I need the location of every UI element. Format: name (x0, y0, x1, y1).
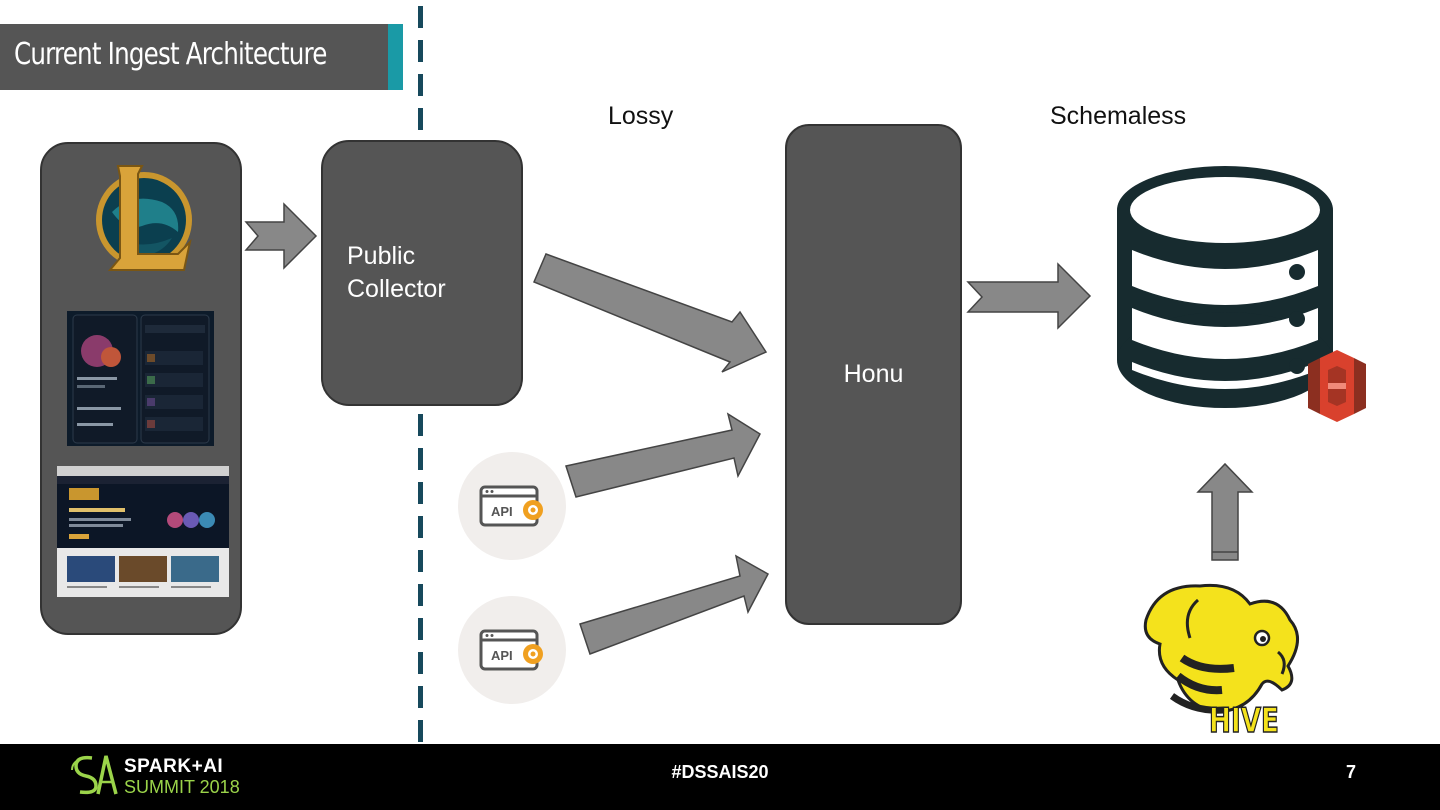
footer-hashtag: #DSSAIS20 (671, 762, 769, 782)
mobile-app-screenshot (67, 311, 214, 446)
title-bar: Current Ingest Architecture (0, 24, 388, 90)
arrow-honu-to-storage (966, 262, 1092, 330)
api-text-2: API (491, 648, 513, 663)
database-icon (1117, 166, 1333, 408)
hive-text: HIVE (1209, 701, 1279, 741)
title-accent (388, 24, 403, 90)
website-screenshot (57, 466, 229, 597)
logo-line1: SPARK+AI (124, 756, 224, 777)
public-collector-node: Public Collector (321, 140, 523, 406)
public-collector-line1: Public (347, 242, 416, 270)
lossy-label: Lossy (608, 102, 674, 130)
public-collector-label: Public Collector (347, 240, 446, 306)
amazon-s3-icon (1308, 350, 1366, 422)
api-icon: API (479, 629, 543, 671)
flow-arrows (244, 202, 1254, 655)
logo-line2: SUMMIT 2018 (124, 777, 240, 797)
api-icon: API (479, 485, 543, 527)
spark-ai-logo-icon (71, 755, 118, 795)
arrow-api1-to-honu (565, 412, 761, 498)
slide-title: Current Ingest Architecture (14, 37, 327, 72)
arrow-collector-to-honu (533, 253, 768, 373)
honu-label: Honu (843, 360, 904, 388)
arrow-api2-to-honu (579, 554, 770, 655)
league-logo-icon (96, 165, 192, 271)
public-collector-line2: Collector (347, 275, 446, 303)
api-text-1: API (491, 504, 513, 519)
honu-node: Honu (785, 124, 962, 625)
apache-hive-logo-icon: HIVE (1143, 583, 1299, 742)
footer-bar: SPARK+AI SUMMIT 2018 #DSSAIS20 7 (0, 744, 1440, 810)
arrow-hive-to-storage (1196, 462, 1254, 561)
schemaless-label: Schemaless (1050, 102, 1187, 130)
page-number: 7 (1346, 762, 1357, 782)
arrow-clients-to-collector (244, 202, 318, 270)
